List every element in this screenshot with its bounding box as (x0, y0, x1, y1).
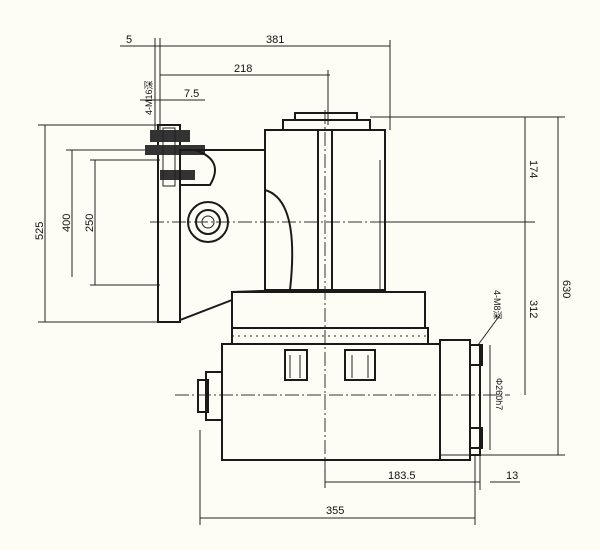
dim-pilot-diameter: Φ260h7 (494, 378, 504, 410)
dim-pilot-height: 250 (84, 214, 96, 232)
dim-overall-height: 630 (560, 280, 572, 298)
arm-bracket (179, 149, 294, 322)
dim-center-height: 312 (527, 300, 539, 318)
dimension-labels: 5 381 218 7.5 4-M16深 525 400 250 174 312… (34, 34, 572, 517)
dim-spindle-offset: 183.5 (388, 470, 416, 482)
dim-overall-width: 381 (266, 34, 284, 46)
dim-upper-height: 174 (527, 160, 539, 178)
dim-bolt-offset: 7.5 (184, 88, 199, 100)
dim-offset: 5 (126, 34, 132, 46)
upper-housing (264, 112, 386, 291)
bolt-note-left: 4-M16深 (144, 80, 154, 115)
dim-center-distance: 218 (234, 63, 252, 75)
dim-bolt-spacing: 400 (61, 214, 73, 232)
dimension-lines (38, 38, 565, 525)
dim-flange-height: 525 (34, 222, 46, 240)
bolt-note-right: 4-M8深 (492, 290, 502, 320)
dim-flange-thickness: 13 (506, 470, 518, 482)
dim-body-length: 355 (326, 505, 344, 517)
handwheel (187, 201, 229, 243)
motor-body (197, 339, 483, 461)
base-slide (231, 291, 429, 345)
